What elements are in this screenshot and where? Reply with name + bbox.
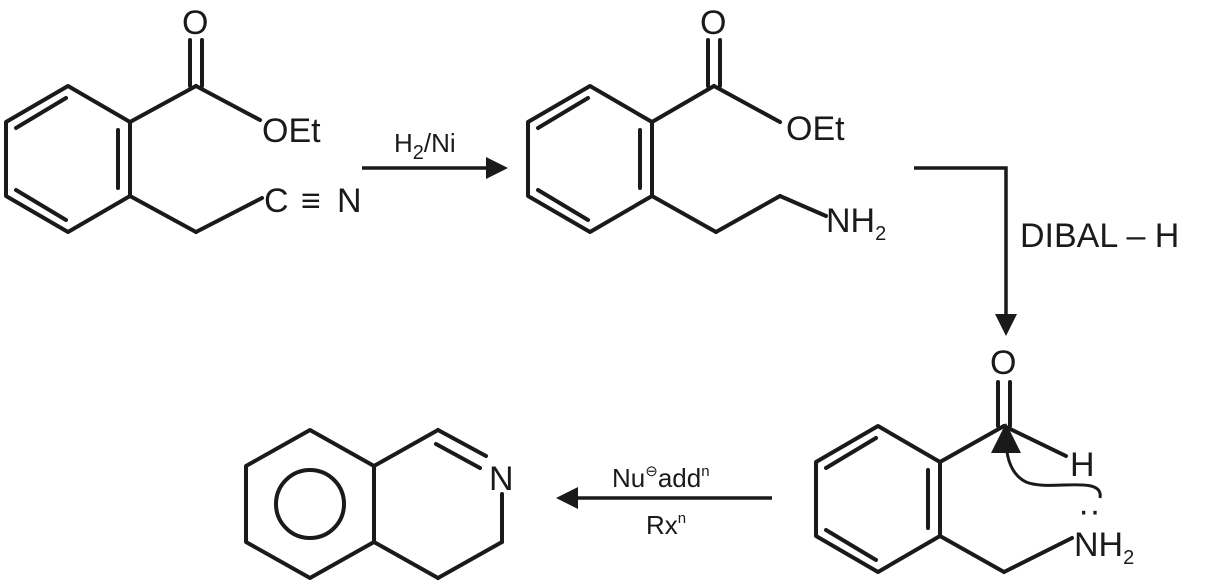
triple-bond-symbol: ≡ (301, 182, 321, 220)
ring-to-carbonyl-bond (938, 424, 1006, 464)
nitrile-carbon-label: C (264, 182, 289, 220)
benzene-ring (244, 428, 376, 580)
compound-3-structure (814, 380, 1102, 574)
benzene-ring (4, 84, 132, 234)
aromatic-double-bond (824, 436, 878, 470)
aromatic-double-bond (14, 188, 68, 222)
product-structure (244, 428, 504, 580)
imine-double-bond (434, 442, 482, 470)
aromatic-double-bond (536, 188, 590, 222)
ester-label: OEt (786, 110, 845, 148)
reaction-arrow-3 (556, 487, 772, 509)
imine-double-bond (436, 428, 488, 458)
aldehyde-h-label: H (1070, 446, 1095, 484)
aromatic-double-bond (14, 96, 68, 130)
ester-bond (712, 84, 782, 124)
carbonyl-oxygen-label: O (182, 4, 208, 42)
aldehyde-h-bond (1002, 424, 1068, 458)
compound-2-structure (526, 38, 828, 234)
ester-label: OEt (262, 112, 321, 150)
amine-label: NH2 (826, 202, 886, 245)
ring-to-ch2-bond (650, 194, 718, 234)
reaction-arrow-1 (362, 157, 508, 179)
ring-to-ch2-bond (938, 534, 1006, 574)
curved-electron-arrow (991, 423, 1102, 499)
benzene-ring (526, 84, 654, 234)
ch2-to-ring-bond (372, 540, 440, 580)
carbonyl-oxygen-label: O (700, 4, 726, 42)
reagent-dibal-h: DIBAL – H (1020, 217, 1179, 255)
ch2-ch2-bond (714, 194, 782, 234)
ch2-ch2-bond (436, 540, 504, 580)
reagent-nucleophilic-addition: Nu⊖addn (612, 463, 710, 493)
nitrile-nitrogen-label: N (337, 182, 362, 220)
ring-to-ch2-bond (128, 194, 198, 234)
ester-bond (194, 84, 262, 122)
reaction-arrow-2 (914, 166, 1017, 336)
benzene-ring (814, 424, 942, 574)
reagent-h2-ni: H2/Ni (394, 128, 456, 164)
ring-nitrogen-label: N (489, 460, 514, 498)
carbonyl-oxygen-label: O (990, 344, 1016, 382)
amine-label: NH2 (1074, 526, 1134, 569)
ch2-to-amine-bond (778, 194, 828, 218)
ring-to-carbonyl-bond (650, 84, 716, 124)
ring-to-carbonyl-bond (128, 84, 198, 124)
aromatic-double-bond (536, 96, 590, 130)
ch2-to-amine-bond (1002, 536, 1074, 574)
ring-to-ch-bond (372, 428, 440, 468)
reagent-reaction: Rxn (646, 510, 686, 540)
ch2-to-nitrile-bond (194, 196, 264, 234)
compound-1-structure (4, 38, 264, 234)
lone-pair-dots: ·· (1078, 492, 1101, 530)
aromatic-double-bond (824, 528, 878, 562)
aromatic-circle (274, 468, 346, 540)
